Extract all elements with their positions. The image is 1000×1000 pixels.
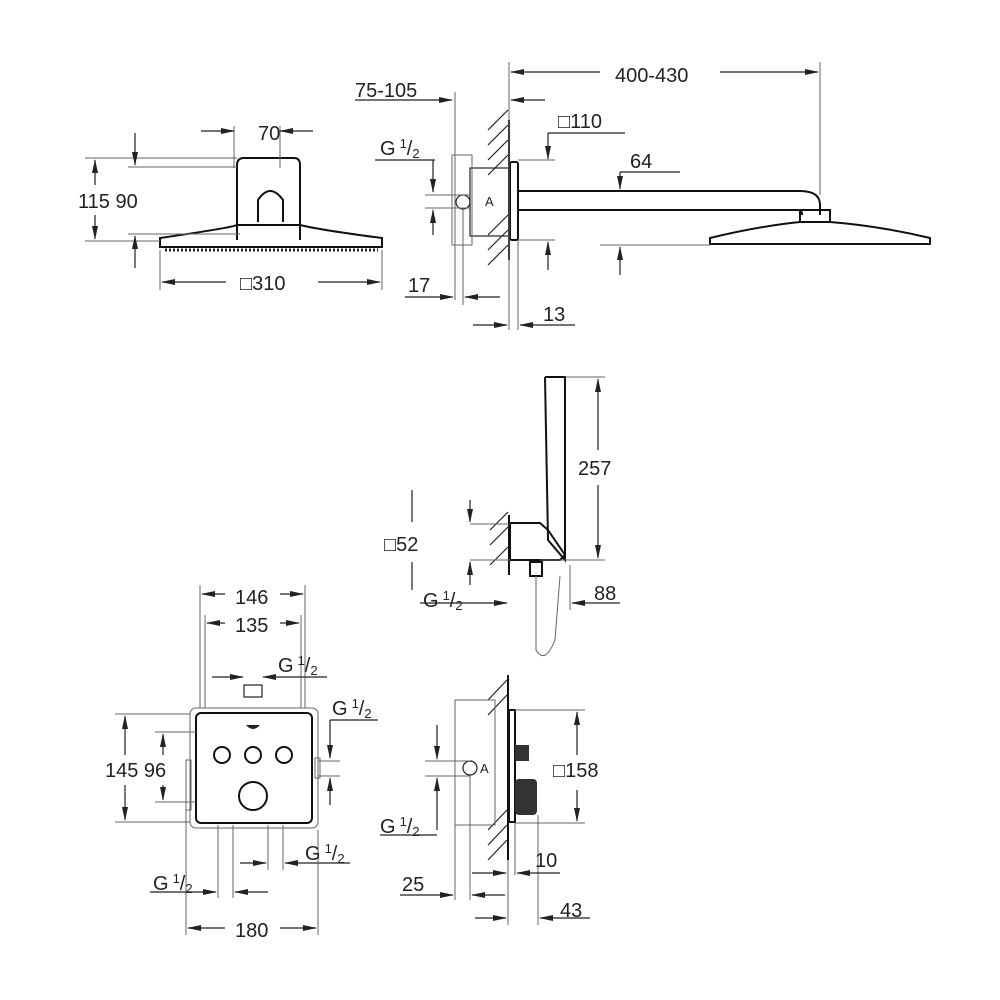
shower-arm (518, 190, 821, 216)
mounting-frame (451, 154, 473, 246)
dim-inlet-offset: 17 (408, 275, 430, 297)
wall-hatching (487, 679, 508, 861)
dim-total-depth: 43 (560, 900, 582, 922)
button-3 (275, 746, 293, 764)
wall-holder (509, 522, 567, 561)
wall-bracket (236, 157, 301, 240)
dim-wall-depth: 25 (402, 874, 424, 896)
brand-mark (246, 725, 260, 729)
overhead-shower-side-view: A 75-105 400-430 (355, 62, 931, 330)
cover-plate-side (508, 709, 516, 823)
inlet (462, 760, 478, 776)
mounting-frame (189, 707, 319, 829)
dim-frame-width: 180 (235, 920, 268, 942)
knob-side (515, 779, 537, 815)
dim-plate-depth: 10 (535, 850, 557, 872)
thermostat-knob (238, 781, 268, 811)
dim-outer-width: 146 (235, 587, 268, 609)
dim-rosette: □110 (558, 111, 602, 133)
dim-arm-length: 400-430 (615, 65, 688, 87)
dim-arm-offset: 64 (630, 151, 652, 173)
dim-plate: □158 (553, 760, 598, 782)
button-1 (213, 746, 231, 764)
body-marking: A (485, 194, 494, 209)
cover-plate (195, 712, 313, 824)
shower-head (159, 224, 383, 248)
wall-hatching (487, 109, 509, 266)
rosette (509, 161, 519, 241)
dim-width-top: 70 (258, 123, 280, 145)
dim-diameter: □310 (240, 273, 285, 295)
dim-inner-width: 135 (235, 615, 268, 637)
shower-head-side (709, 221, 931, 245)
dim-holder: □52 (384, 534, 418, 556)
dim-heights: 145 96 (105, 760, 166, 782)
dim-rosette-depth: 13 (543, 304, 565, 326)
dim-depth-range: 75-105 (355, 80, 417, 102)
arm-joint (799, 209, 831, 223)
wall-hatching (489, 511, 509, 566)
dim-heights: 115 90 (78, 191, 138, 213)
overhead-shower-front-view: 70 115 90 □310 (78, 123, 383, 295)
inlet (455, 194, 471, 210)
button-side (515, 745, 529, 761)
hose (535, 575, 561, 657)
dim-length: 257 (578, 458, 611, 480)
joint (257, 190, 284, 222)
body-marking: A (480, 761, 489, 776)
hose-nut (529, 561, 543, 577)
rough-in-box (454, 699, 496, 826)
top-inlet (243, 684, 263, 698)
button-2 (244, 746, 262, 764)
dim-projection: 88 (594, 583, 616, 605)
hand-shower (544, 376, 566, 563)
